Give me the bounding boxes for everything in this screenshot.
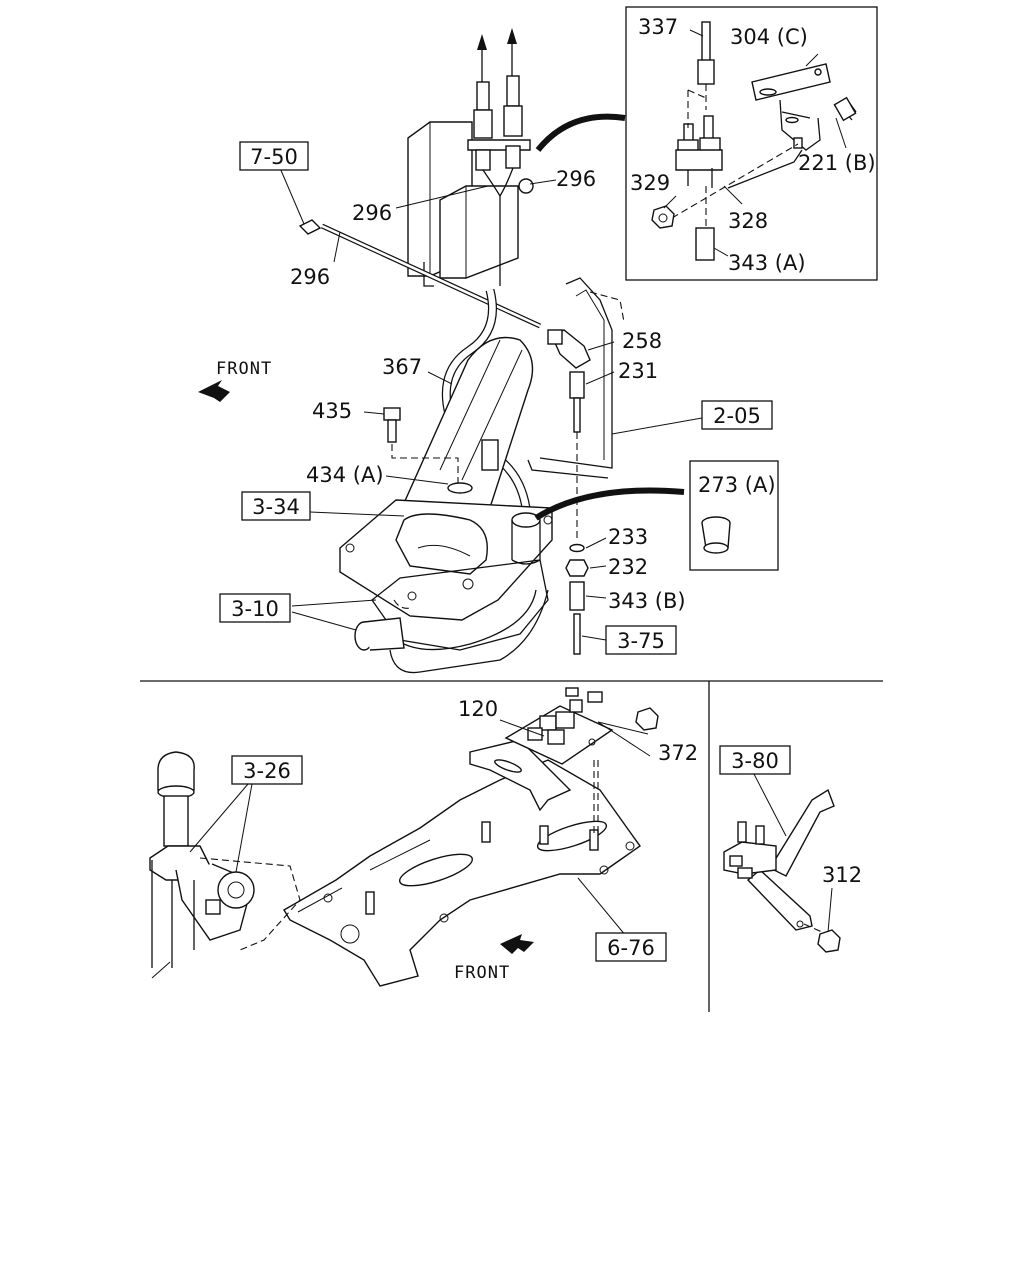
label-343a: 343 (A) [728,251,806,275]
label-258: 258 [622,329,662,353]
ref-box-7-50[interactable]: 7-50 [239,141,309,171]
ref-box-6-76[interactable]: 6-76 [595,932,667,962]
right-bracket-assembly [723,788,841,953]
label-296-left: 296 [290,265,330,289]
front-arrow-top [198,380,230,402]
label-312: 312 [822,863,862,887]
valve-block-120 [504,687,614,765]
grommet-273a [701,516,731,554]
label-372: 372 [658,741,698,765]
label-367: 367 [382,355,422,379]
label-233: 233 [608,525,648,549]
lower-valve-housing [354,559,549,674]
label-221b: 221 (B) [798,151,876,175]
ref-box-2-05[interactable]: 2-05 [701,400,773,430]
label-296-middle: 296 [352,201,392,225]
callout-arrow-grommet [534,487,685,521]
air-duct [527,277,625,479]
nut-372 [635,707,659,731]
ref-box-3-80[interactable]: 3-80 [719,745,791,775]
svg-text:3-75: 3-75 [617,629,665,653]
hose-296 [298,219,542,329]
label-434a: 434 (A) [306,463,384,487]
svg-text:6-76: 6-76 [607,936,655,960]
ref-box-3-26[interactable]: 3-26 [231,755,303,785]
mounting-plate [283,759,641,987]
label-273a: 273 (A) [698,473,776,497]
ref-box-3-34[interactable]: 3-34 [241,491,311,521]
grommet-detail-frame [689,460,779,571]
valve-bracket [469,739,599,836]
connector-stack [467,75,534,286]
housing-box [407,121,519,287]
connector-stack-right [565,371,589,655]
label-328: 328 [728,209,768,233]
inset-connector-assembly [675,21,723,261]
detail-inset-frame [625,6,878,281]
label-304c: 304 (C) [730,25,808,49]
callout-arrow-inset [535,113,626,152]
svg-text:3-34: 3-34 [252,495,300,519]
shift-knob-assembly [149,751,301,979]
label-front-bottom: FRONT [454,963,510,983]
svg-text:3-80: 3-80 [731,749,779,773]
base-plate [339,499,553,621]
label-435: 435 [312,399,352,423]
svg-text:3-10: 3-10 [231,597,279,621]
inset-bracket [651,63,857,229]
ref-box-3-10[interactable]: 3-10 [219,593,291,623]
ref-box-3-75[interactable]: 3-75 [605,625,677,655]
bolt-435 [383,407,473,494]
elbow-fitting-258 [547,329,591,369]
upward-arrows [477,28,517,82]
svg-text:3-26: 3-26 [243,759,291,783]
label-120: 120 [458,697,498,721]
shift-lever-boot [398,336,534,521]
svg-text:2-05: 2-05 [713,404,761,428]
label-343b: 343 (B) [608,589,686,613]
label-231: 231 [618,359,658,383]
label-337: 337 [638,15,678,39]
label-296-right: 296 [556,167,596,191]
front-arrow-bottom [500,934,534,954]
label-front-top: FRONT [216,359,272,379]
svg-text:7-50: 7-50 [250,145,298,169]
label-329: 329 [630,171,670,195]
label-232: 232 [608,555,648,579]
